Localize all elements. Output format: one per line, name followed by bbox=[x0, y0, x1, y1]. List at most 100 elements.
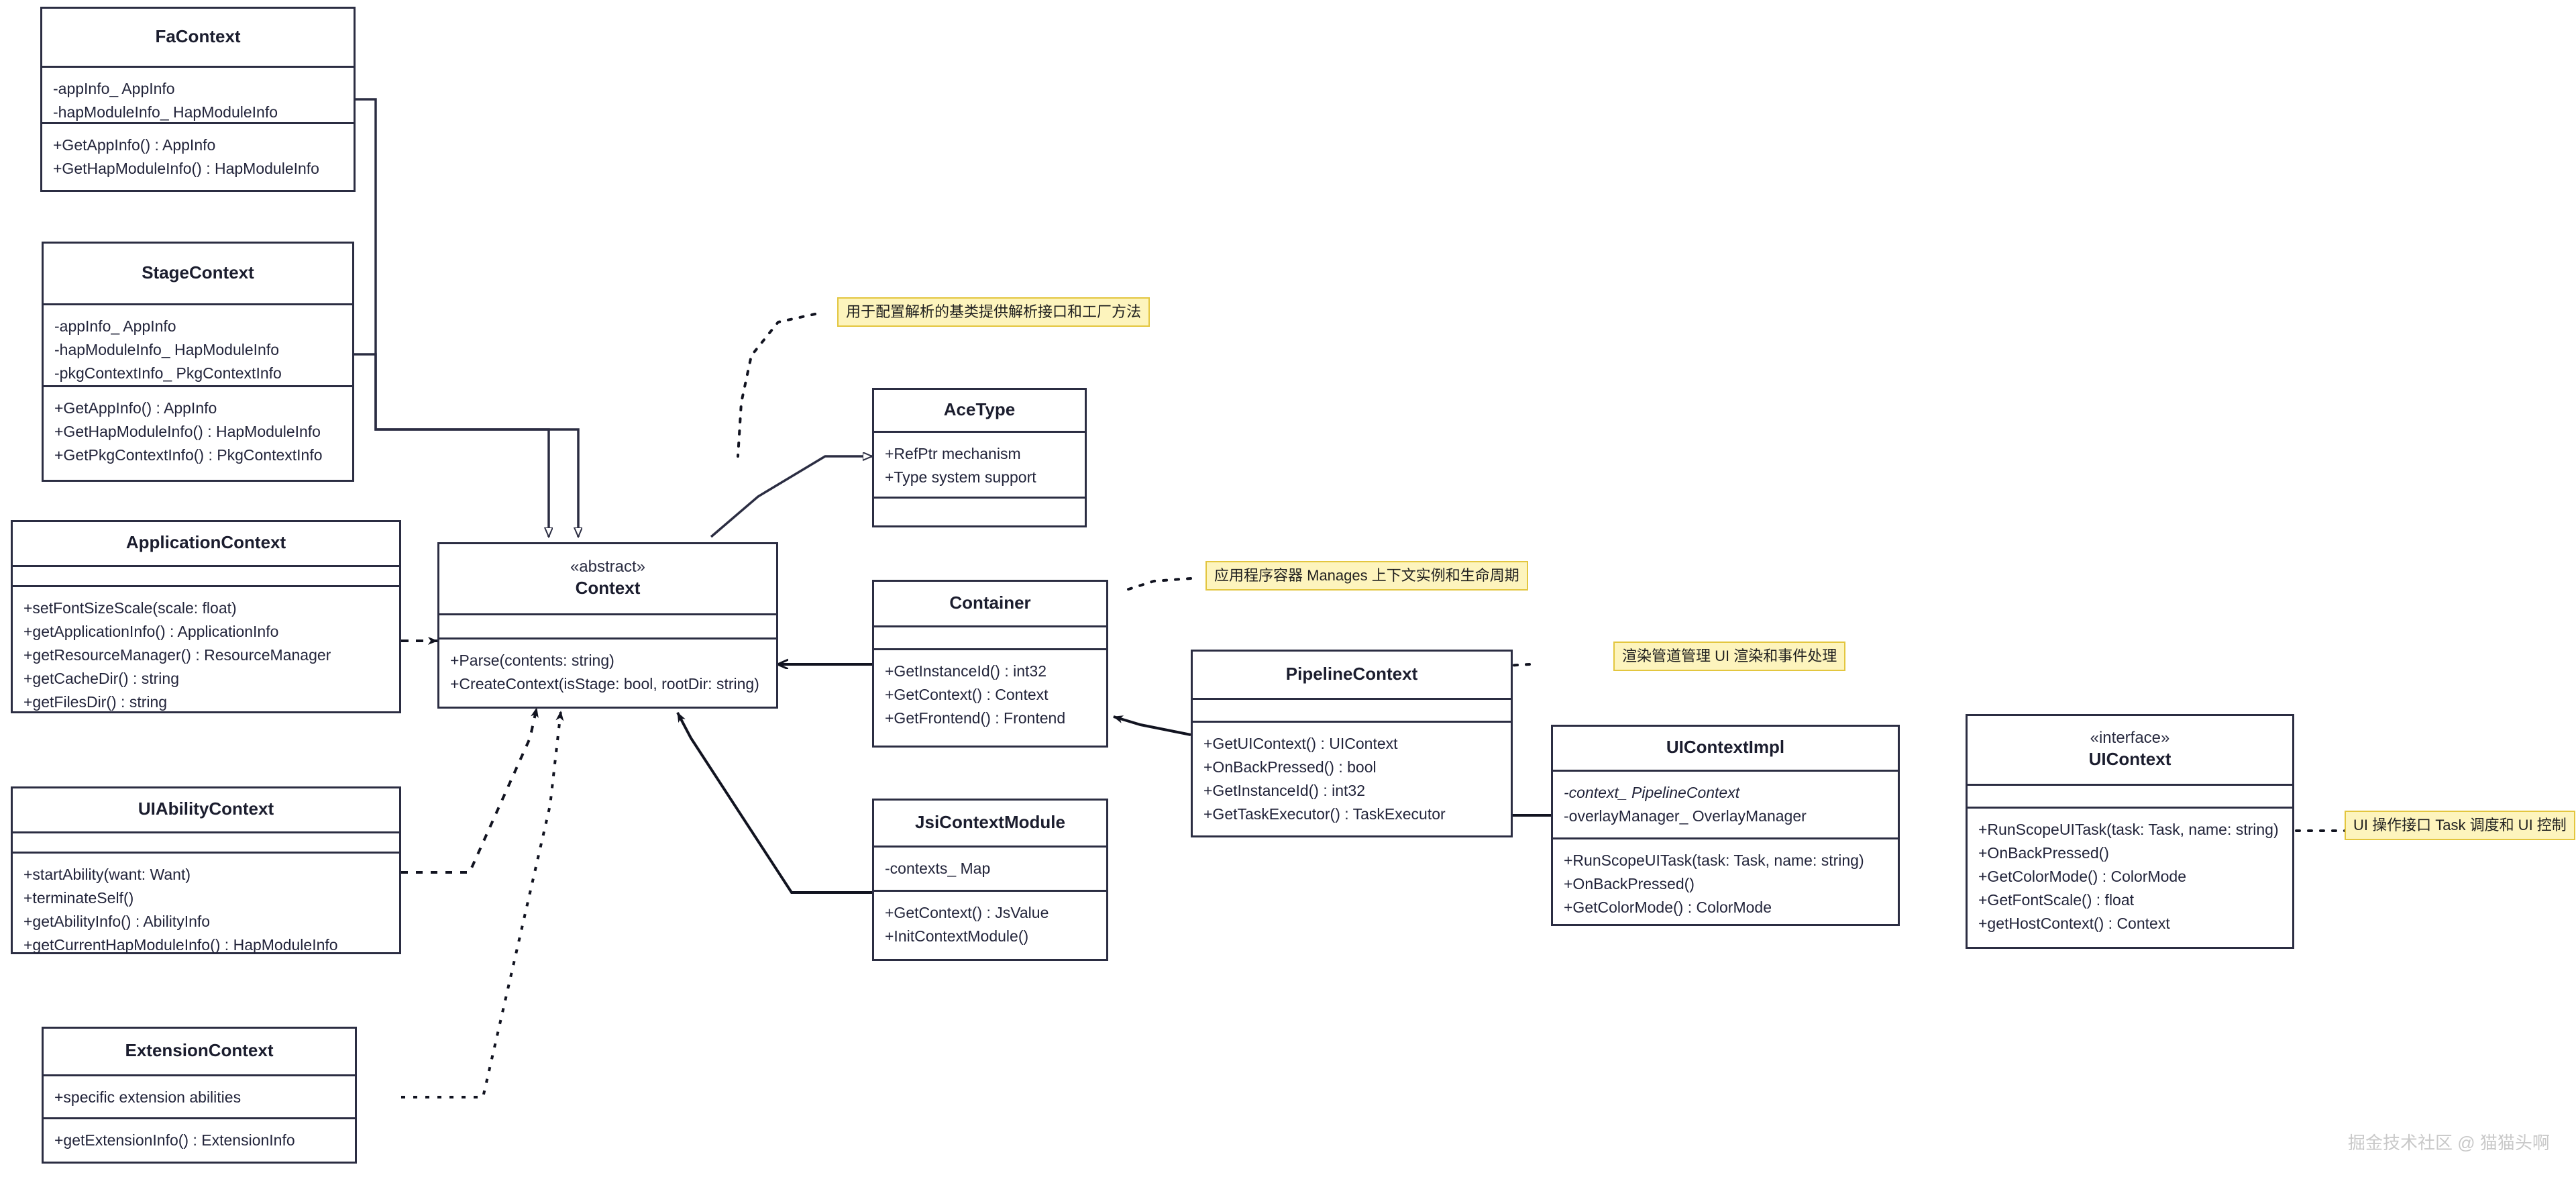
attribute-line: +specific extension abilities bbox=[54, 1088, 241, 1107]
watermark-text: 掘金技术社区 @ 猫猫头啊 bbox=[2348, 1133, 2550, 1153]
class-header: AceType bbox=[874, 390, 1085, 433]
note-pipeline-description: 渲染管道管理 UI 渲染和事件处理 bbox=[1613, 642, 1846, 672]
attribute-line: +RefPtr mechanism bbox=[885, 445, 1021, 462]
class-header: FaContext bbox=[42, 9, 354, 68]
operation-line: +RunScopeUITask(task: Task, name: string… bbox=[1978, 821, 2279, 838]
operation-line: +GetInstanceId() : int32 bbox=[885, 662, 1046, 680]
operation-line: +GetTaskExecutor() : TaskExecutor bbox=[1203, 805, 1446, 823]
class-name: JsiContextModule bbox=[915, 811, 1065, 832]
class-box-stagecontext[interactable]: StageContext -appInfo_ AppInfo -hapModul… bbox=[42, 242, 354, 482]
class-operations: +GetAppInfo() : AppInfo +GetHapModuleInf… bbox=[42, 124, 354, 190]
note-text: UI 操作接口 Task 调度和 UI 控制 bbox=[2353, 817, 2567, 833]
operation-line: +GetInstanceId() : int32 bbox=[1203, 781, 1365, 799]
attribute-line: -contexts_ Map bbox=[885, 860, 991, 877]
class-name: FaContext bbox=[155, 25, 241, 46]
link-uiabilitycontext-context bbox=[401, 707, 539, 874]
class-name: PipelineContext bbox=[1285, 663, 1418, 684]
class-operations: +startAbility(want: Want) +terminateSelf… bbox=[13, 854, 399, 966]
class-name: Context bbox=[575, 577, 641, 598]
attribute-line: -context_ PipelineContext bbox=[1564, 783, 1740, 801]
class-attributes: -context_ PipelineContext -overlayManage… bbox=[1553, 772, 1898, 839]
operation-line: +InitContextModule() bbox=[885, 927, 1029, 945]
operation-line: +getFilesDir() : string bbox=[23, 693, 168, 711]
operation-line: +Parse(contents: string) bbox=[450, 652, 614, 669]
class-box-pipelinecontext[interactable]: PipelineContext +GetUIContext() : UICont… bbox=[1191, 650, 1513, 837]
operation-line: +getAbilityInfo() : AbilityInfo bbox=[23, 912, 211, 930]
class-box-uicontextimpl[interactable]: UIContextImpl -context_ PipelineContext … bbox=[1551, 725, 1900, 926]
operation-line: +getCacheDir() : string bbox=[23, 669, 179, 687]
class-box-context[interactable]: «abstract» Context +Parse(contents: stri… bbox=[437, 542, 778, 709]
class-box-applicationcontext[interactable]: ApplicationContext +setFontSizeScale(sca… bbox=[11, 520, 401, 713]
link-extensioncontext-context bbox=[401, 711, 564, 1098]
class-operations: +GetContext() : JsValue +InitContextModu… bbox=[874, 892, 1106, 959]
class-attributes bbox=[1968, 786, 2292, 809]
class-operations: +getExtensionInfo() : ExtensionInfo bbox=[44, 1119, 355, 1162]
attribute-line: +Type system support bbox=[885, 468, 1036, 486]
note-leader-context bbox=[737, 313, 816, 458]
class-name: ExtensionContext bbox=[125, 1040, 274, 1061]
class-box-acetype[interactable]: AceType +RefPtr mechanism +Type system s… bbox=[872, 388, 1087, 527]
watermark: 掘金技术社区 @ 猫猫头啊 bbox=[2348, 1129, 2550, 1154]
class-stereotype: «abstract» bbox=[570, 557, 646, 576]
operation-line: +getResourceManager() : ResourceManager bbox=[23, 646, 331, 664]
class-box-uicontext[interactable]: «interface» UIContext +RunScopeUITask(ta… bbox=[1966, 714, 2294, 949]
note-text: 应用程序容器 Manages 上下文实例和生命周期 bbox=[1214, 567, 1519, 584]
class-name: ApplicationContext bbox=[125, 532, 286, 552]
note-leader-container bbox=[1119, 577, 1192, 593]
class-name: UIContextImpl bbox=[1666, 737, 1785, 757]
class-stereotype: «interface» bbox=[2090, 728, 2170, 747]
class-operations: +setFontSizeScale(scale: float) +getAppl… bbox=[13, 587, 399, 723]
class-header: ApplicationContext bbox=[13, 522, 399, 567]
class-header: UIContextImpl bbox=[1553, 727, 1898, 772]
operation-line: +getApplicationInfo() : ApplicationInfo bbox=[23, 622, 279, 640]
note-text: 渲染管道管理 UI 渲染和事件处理 bbox=[1622, 648, 1837, 664]
class-attributes bbox=[1193, 700, 1511, 723]
class-box-uiabilitycontext[interactable]: UIAbilityContext +startAbility(want: Wan… bbox=[11, 786, 401, 954]
class-attributes bbox=[874, 627, 1106, 650]
link-jsicontextmodule-context bbox=[676, 712, 872, 894]
class-operations: +GetInstanceId() : int32 +GetContext() :… bbox=[874, 650, 1106, 746]
operation-line: +RunScopeUITask(task: Task, name: string… bbox=[1564, 851, 1864, 869]
class-box-jsicontextmodule[interactable]: JsiContextModule -contexts_ Map +GetCont… bbox=[872, 799, 1108, 961]
operation-line: +startAbility(want: Want) bbox=[23, 865, 191, 883]
class-box-container[interactable]: Container +GetInstanceId() : int32 +GetC… bbox=[872, 580, 1108, 748]
link-facontext-context bbox=[356, 98, 549, 537]
class-attributes: -appInfo_ AppInfo -hapModuleInfo_ HapMod… bbox=[42, 68, 354, 125]
class-attributes: -contexts_ Map bbox=[874, 848, 1106, 892]
class-header: PipelineContext bbox=[1193, 652, 1511, 700]
note-container-description: 应用程序容器 Manages 上下文实例和生命周期 bbox=[1205, 561, 1528, 591]
attribute-line: -overlayManager_ OverlayManager bbox=[1564, 807, 1807, 825]
class-header: StageContext bbox=[44, 244, 352, 305]
class-header: Container bbox=[874, 582, 1106, 627]
class-attributes bbox=[13, 567, 399, 587]
class-header: JsiContextModule bbox=[874, 801, 1106, 848]
class-name: AceType bbox=[943, 399, 1016, 419]
class-attributes bbox=[13, 833, 399, 854]
class-attributes: +RefPtr mechanism +Type system support bbox=[874, 433, 1085, 499]
class-attributes: +specific extension abilities bbox=[44, 1076, 355, 1120]
class-operations bbox=[874, 499, 1085, 525]
link-pipelinecontext-container bbox=[1113, 715, 1191, 736]
class-name: Container bbox=[949, 592, 1031, 613]
class-box-extensioncontext[interactable]: ExtensionContext +specific extension abi… bbox=[42, 1027, 357, 1164]
class-operations: +RunScopeUITask(task: Task, name: string… bbox=[1553, 839, 1898, 929]
class-operations: +Parse(contents: string) +CreateContext(… bbox=[439, 639, 776, 707]
class-attributes bbox=[439, 615, 776, 639]
class-box-facontext[interactable]: FaContext -appInfo_ AppInfo -hapModuleIn… bbox=[40, 7, 356, 192]
attribute-line: -appInfo_ AppInfo bbox=[54, 317, 176, 335]
operation-line: +GetPkgContextInfo() : PkgContextInfo bbox=[54, 446, 323, 464]
operation-line: +OnBackPressed() : bool bbox=[1203, 758, 1377, 776]
class-operations: +RunScopeUITask(task: Task, name: string… bbox=[1968, 809, 2292, 947]
class-operations: +GetAppInfo() : AppInfo +GetHapModuleInf… bbox=[44, 387, 352, 480]
class-header: «abstract» Context bbox=[439, 544, 776, 615]
operation-line: +OnBackPressed() bbox=[1978, 843, 2109, 862]
note-context-description: 用于配置解析的基类提供解析接口和工厂方法 bbox=[837, 297, 1150, 327]
attribute-line: -pkgContextInfo_ PkgContextInfo bbox=[54, 364, 282, 382]
class-name: StageContext bbox=[142, 262, 254, 283]
operation-line: +CreateContext(isStage: bool, rootDir: s… bbox=[450, 674, 759, 693]
operation-line: +GetHapModuleInfo() : HapModuleInfo bbox=[54, 422, 321, 440]
attribute-line: -hapModuleInfo_ HapModuleInfo bbox=[53, 103, 278, 121]
operation-line: +GetContext() : JsValue bbox=[885, 904, 1049, 921]
operation-line: +terminateSelf() bbox=[23, 888, 134, 907]
